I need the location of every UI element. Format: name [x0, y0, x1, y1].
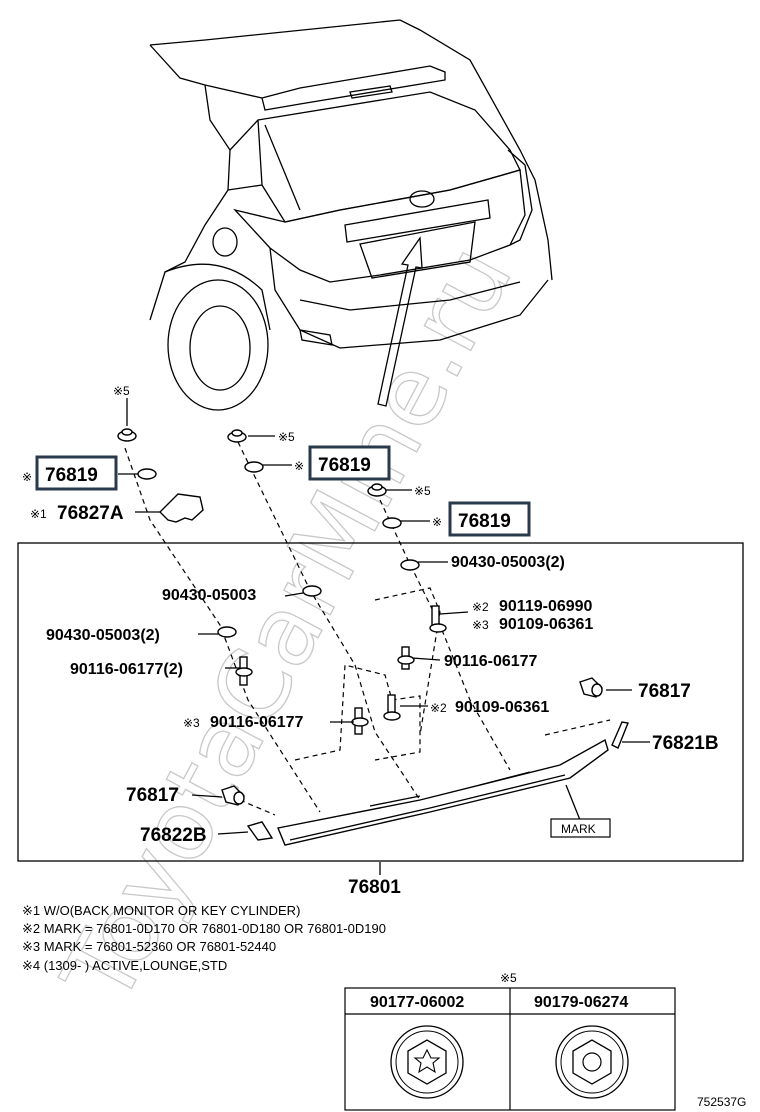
nut-right-top: [367, 483, 387, 497]
washer-right-top: [400, 559, 420, 571]
ref-clip-right: ※: [432, 515, 442, 529]
ref-bolt-right-b: ※3: [472, 618, 489, 632]
label-clip-right: 76819: [458, 511, 511, 532]
bracket-76827A: [159, 493, 204, 523]
label-main-part: 76801: [348, 877, 401, 898]
leader-lines: [118, 398, 650, 875]
ref-clip-mid: ※: [294, 459, 304, 473]
nut-mid-top: [227, 429, 247, 443]
ref-bolt-mid: ※2: [430, 701, 447, 715]
label-clip-mid: 76819: [318, 455, 371, 476]
stud-mid: [397, 646, 415, 670]
table-col2-header: 90179-06274: [534, 994, 628, 1011]
end-cap-right: [611, 721, 629, 749]
car-illustration: [149, 19, 553, 411]
note-1: ※1 W/O(BACK MONITOR OR KEY CYLINDER): [22, 903, 300, 918]
clip-right-box: [448, 501, 531, 537]
ref-5-mid: ※5: [278, 430, 295, 444]
label-bracket: 76827A: [57, 503, 124, 524]
label-bolt-right-b: 90109-06361: [499, 616, 593, 633]
end-cap-left: [246, 821, 274, 841]
diagram-code: 752537G: [697, 1095, 746, 1109]
label-cap-left: 76817: [126, 785, 179, 806]
nut-90179-icon: [555, 1025, 629, 1099]
clip-left-box: [35, 455, 118, 491]
garnish-76801: [277, 738, 609, 846]
washer-left: [217, 626, 237, 638]
ref-5-right: ※5: [414, 484, 431, 498]
ref-bolt-right-a: ※2: [472, 600, 489, 614]
cap-left: [221, 785, 245, 806]
label-end-right: 76821B: [652, 733, 719, 754]
ref-clip-left: ※: [22, 470, 32, 484]
nut-table: 90177-06002 90179-06274: [344, 987, 676, 1111]
label-stud-left: 90116-06177(2): [70, 661, 183, 678]
label-washer-right-top: 90430-05003(2): [451, 554, 565, 571]
ref-stud-low: ※3: [183, 716, 200, 730]
table-ref-mark: ※5: [500, 971, 517, 985]
stud-left: [235, 656, 253, 686]
note-4: ※4 (1309- ) ACTIVE,LOUNGE,STD: [22, 958, 227, 973]
clip-left: [137, 468, 157, 480]
label-mark: MARK: [561, 822, 596, 836]
label-clip-left: 76819: [45, 465, 98, 486]
ref-5-left: ※5: [113, 384, 130, 398]
clip-mid: [244, 461, 264, 473]
label-washer-left: 90430-05003(2): [46, 627, 160, 644]
bolt-mid: [383, 694, 401, 721]
mark-box: [550, 818, 611, 838]
label-end-left: 76822B: [140, 825, 207, 846]
label-bolt-mid: 90109-06361: [455, 699, 549, 716]
nut-90177-icon: [390, 1025, 464, 1099]
label-cap-right: 76817: [638, 681, 691, 702]
clip-right: [382, 517, 402, 529]
label-bolt-right-a: 90119-06990: [499, 598, 593, 615]
cap-right: [579, 677, 603, 698]
note-2: ※2 MARK = 76801-0D170 OR 76801-0D180 OR …: [22, 921, 386, 936]
washer-mid: [302, 585, 322, 597]
bolt-right: [429, 605, 447, 633]
label-washer-mid: 90430-05003: [162, 587, 256, 604]
label-stud-low: 90116-06177: [210, 714, 304, 731]
clip-mid-box: [308, 445, 391, 481]
assembly-frame: [17, 542, 744, 862]
table-col1-header: 90177-06002: [370, 994, 464, 1011]
stud-low: [351, 707, 369, 735]
label-stud-mid: 90116-06177: [444, 653, 538, 670]
nut-left-top: [117, 428, 137, 442]
note-3: ※3 MARK = 76801-52360 OR 76801-52440: [22, 939, 276, 954]
ref-bracket: ※1: [30, 507, 47, 521]
